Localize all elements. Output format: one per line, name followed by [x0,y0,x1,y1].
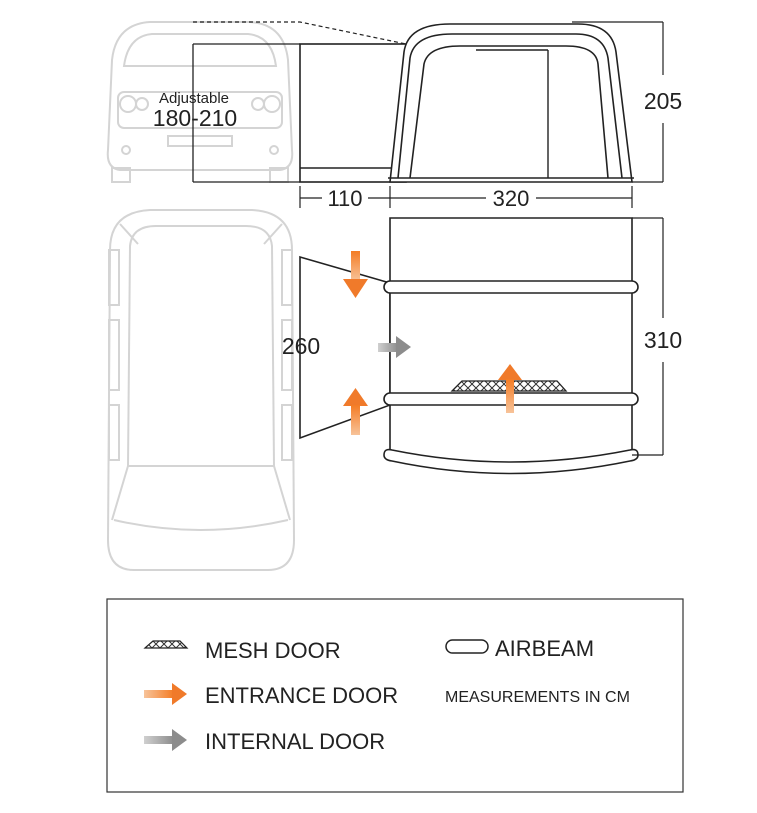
entrance-door-arrow-up-left [343,388,368,435]
width-dimension [299,186,633,208]
legend-internal-door: INTERNAL DOOR [205,729,385,754]
width-110-label: 110 [327,186,362,211]
height-dimension [572,21,664,183]
airbeam-1 [383,280,639,294]
entrance-door-legend-icon [144,683,187,705]
van-front-view [106,21,294,183]
van-height-range-label: 180-210 [153,105,237,131]
legend-mesh-door: MESH DOOR [205,638,341,663]
adjustable-label: Adjustable [159,90,229,107]
front-dimension-lines [192,21,407,183]
legend-box [106,598,684,793]
depth-dimension [632,217,664,456]
legend-measurements-note: MEASUREMENTS IN CM [445,689,630,706]
legend-entrance-door: ENTRANCE DOOR [205,683,398,708]
tent-top-view [383,217,639,475]
airbeam-icon [445,639,489,654]
entrance-door-arrow-up-mesh [498,364,522,413]
legend-airbeam: AIRBEAM [495,636,594,661]
internal-door-legend-icon [144,729,187,751]
depth-310-label: 310 [644,327,682,353]
van-top-view [106,209,296,571]
mesh-door-icon [143,640,189,649]
height-205-label: 205 [644,88,682,114]
entrance-door-arrow-down [343,251,368,298]
internal-door-arrow [378,336,411,358]
width-320-label: 320 [493,186,530,211]
depth-260-label: 260 [282,333,320,359]
tent-front-view [299,23,634,183]
